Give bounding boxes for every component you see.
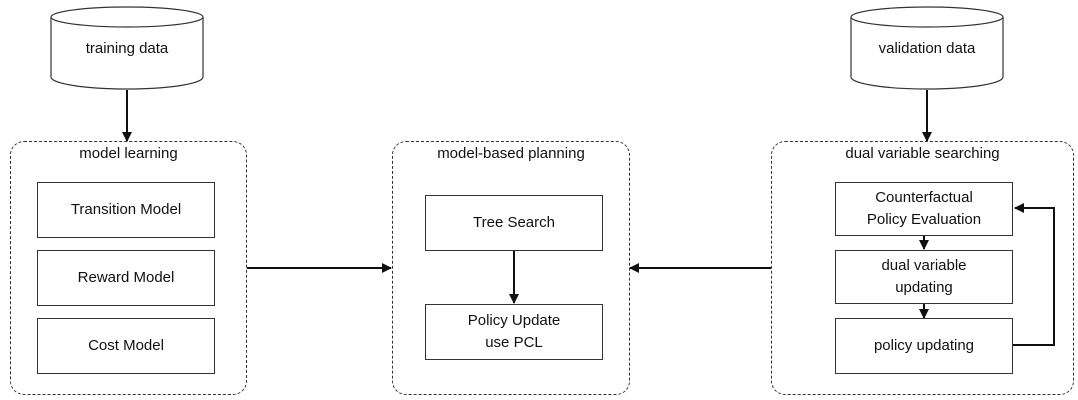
cost-model-box: Cost Model <box>37 318 215 374</box>
training-data-cylinder <box>50 6 204 90</box>
policy-update-line1: Policy Update <box>467 312 561 329</box>
model-learning-title: model learning <box>79 145 178 162</box>
validation-data-cylinder <box>850 6 1004 90</box>
reward-model-box: Reward Model <box>37 250 215 306</box>
policy-update-line2: use PCL <box>485 334 543 351</box>
dual-variable-updating-box: dual variable updating <box>835 250 1013 304</box>
policy-updating-box: policy updating <box>835 318 1013 374</box>
arrow-feedback-loop <box>1013 203 1055 346</box>
counterfactual-policy-evaluation-box: Counterfactual Policy Evaluation <box>835 182 1013 236</box>
cpe-line2: Policy Evaluation <box>866 211 982 228</box>
model-based-planning-group: model-based planning <box>392 141 630 395</box>
dual-variable-searching-group: dual variable searching <box>771 141 1074 395</box>
cpe-line1: Counterfactual <box>875 189 973 206</box>
tree-search-box: Tree Search <box>425 195 603 251</box>
model-based-planning-title: model-based planning <box>437 145 585 162</box>
validation-data-label: validation data <box>878 40 976 57</box>
transition-model-box: Transition Model <box>37 182 215 238</box>
dual-variable-searching-title: dual variable searching <box>845 145 1000 162</box>
training-data-label: training data <box>85 40 169 57</box>
policy-update-box: Policy Update use PCL <box>425 304 603 360</box>
model-learning-group: model learning <box>10 141 247 395</box>
dual-line1: dual variable <box>881 257 967 274</box>
dual-line2: updating <box>895 279 953 296</box>
